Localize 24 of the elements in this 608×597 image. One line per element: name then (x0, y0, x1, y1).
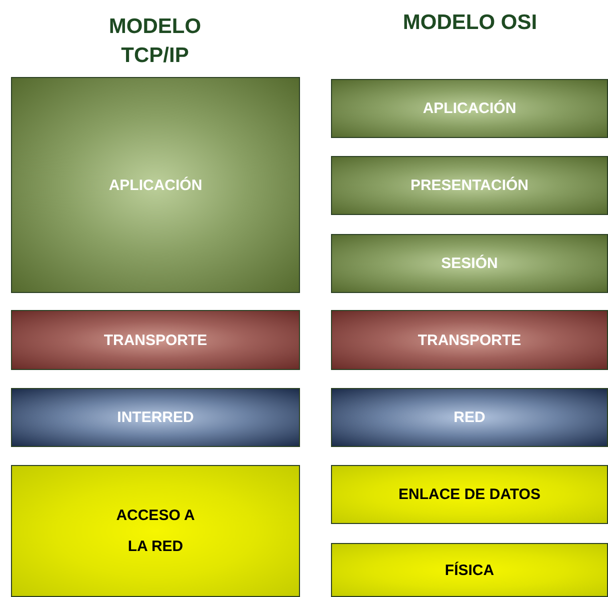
layer-box (331, 79, 608, 138)
layer-name: ENLACE DE DATOS (398, 485, 540, 505)
layer-box (331, 465, 608, 524)
layer-box (11, 388, 300, 447)
layer-box (331, 388, 608, 447)
layer-name: TRANSPORTE (104, 330, 208, 350)
layer-name: PRESENTACIÓN (410, 176, 529, 196)
layer-name: APLICACIÓN (108, 176, 202, 196)
layer-name: APLICACIÓN (422, 98, 516, 119)
column-heading: MODELO TCP/IP (108, 14, 202, 69)
layer-box (11, 465, 300, 597)
layer-box (331, 543, 608, 597)
layer-name: SESIÓN (441, 254, 498, 274)
layer-name: ACCESO A LA RED (116, 506, 196, 557)
layer-box (331, 310, 608, 370)
layer-name: RED (454, 408, 486, 428)
layer-name: FÍSICA (444, 560, 494, 580)
layer-name: TRANSPORTE (418, 330, 522, 350)
layer-name: INTERRED (117, 408, 194, 428)
column-heading: MODELO OSI (402, 10, 538, 36)
layer-box (331, 234, 608, 293)
layer-box (11, 77, 300, 293)
layer-box (11, 310, 300, 370)
layer-box (331, 156, 608, 215)
